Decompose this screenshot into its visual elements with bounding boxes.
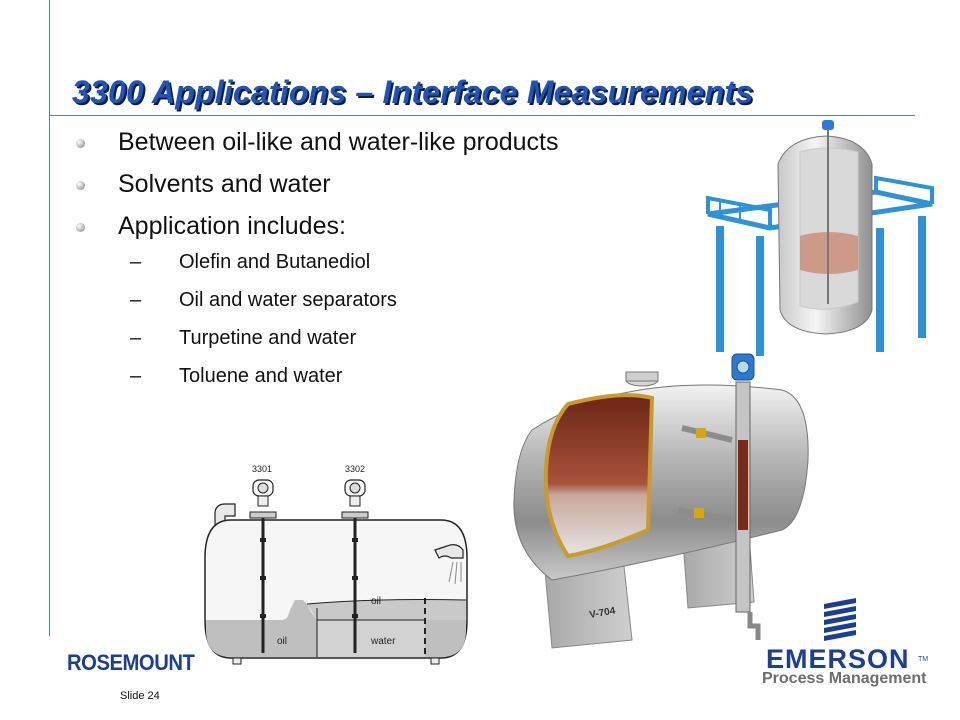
vertical-vessel-illustration bbox=[706, 120, 934, 356]
sub-bullet-item: Olefin and Butanediol bbox=[72, 250, 572, 274]
rosemount-logo: ROSEMOUNT bbox=[67, 650, 195, 675]
horizontal-rule bbox=[49, 115, 915, 116]
slide-number: Slide 24 bbox=[120, 690, 160, 702]
emerson-trademark: TM bbox=[918, 656, 929, 663]
vessel-tag: V-704 bbox=[589, 606, 617, 621]
bullet-item: Application includes: Olefin and Butaned… bbox=[72, 212, 572, 388]
transmitter-label: 3302 bbox=[345, 464, 365, 474]
bullet-item: Between oil-like and water-like products bbox=[72, 128, 572, 156]
sub-bullet-item: Toluene and water bbox=[72, 364, 572, 388]
transmitter-label: 3301 bbox=[252, 464, 272, 474]
emerson-logo: EMERSON bbox=[766, 644, 910, 674]
bullet-item: Solvents and water bbox=[72, 170, 572, 198]
vertical-rule bbox=[49, 0, 50, 636]
slide-title: 3300 Applications – Interface Measuremen… bbox=[72, 74, 754, 110]
sub-bullet-item: Oil and water separators bbox=[72, 288, 572, 312]
layer-label: water bbox=[370, 636, 396, 647]
horizontal-vessel-illustration: V-704 bbox=[513, 353, 809, 649]
sub-bullet-list: Olefin and Butanediol Oil and water sepa… bbox=[118, 250, 572, 388]
emerson-division: Process Management bbox=[762, 670, 927, 687]
bullet-list: Between oil-like and water-like products… bbox=[72, 128, 572, 402]
layer-label: oil bbox=[277, 636, 287, 647]
emerson-logo-mark bbox=[824, 598, 856, 641]
layer-label: oil bbox=[371, 596, 381, 607]
bullet-text: Application includes: bbox=[118, 212, 346, 240]
interface-tank-diagram: 3301 3302 oil oil water bbox=[204, 464, 468, 665]
sub-bullet-item: Turpetine and water bbox=[72, 326, 572, 350]
